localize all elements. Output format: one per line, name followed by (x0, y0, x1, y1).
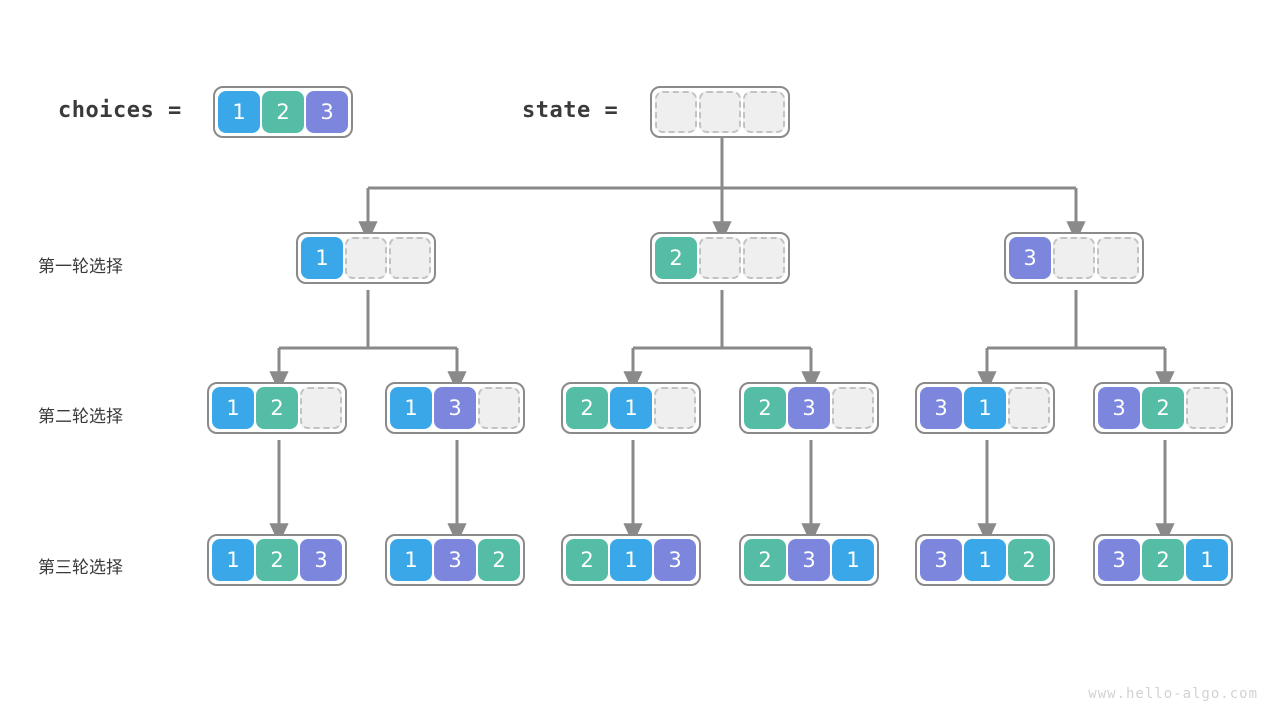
round3-node1-cell-2: 3 (300, 539, 342, 581)
round3-node3-cell-0: 2 (566, 539, 608, 581)
round1-node1-cell-0: 1 (301, 237, 343, 279)
state-cell-0 (655, 91, 697, 133)
choices-label: choices = (58, 98, 182, 123)
round3-node1-cell-0: 1 (212, 539, 254, 581)
tree-node-round1-2: 2 (650, 232, 790, 284)
round3-node5-cell-1: 1 (964, 539, 1006, 581)
round3-node4-cell-0: 2 (744, 539, 786, 581)
round3-node1-cell-1: 2 (256, 539, 298, 581)
row-label-round-2: 第二轮选择 (38, 407, 123, 427)
choices-cell-0: 1 (218, 91, 260, 133)
tree-node-round1-1: 1 (296, 232, 436, 284)
round2-node1-cell-0: 1 (212, 387, 254, 429)
round1-node3-cell-0: 3 (1009, 237, 1051, 279)
round2-node2-cell-2 (478, 387, 520, 429)
round1-node2-cell-0: 2 (655, 237, 697, 279)
round1-node2-cell-2 (743, 237, 785, 279)
state-cell-1 (699, 91, 741, 133)
round2-node2-cell-1: 3 (434, 387, 476, 429)
round3-node6-cell-1: 2 (1142, 539, 1184, 581)
round3-node3-cell-1: 1 (610, 539, 652, 581)
row-label-round-1: 第一轮选择 (38, 257, 123, 277)
choices-cell-2: 3 (306, 91, 348, 133)
round2-node4-cell-1: 3 (788, 387, 830, 429)
tree-node-round1-3: 3 (1004, 232, 1144, 284)
round1-node2-cell-1 (699, 237, 741, 279)
state-label: state = (522, 98, 619, 123)
round2-node1-cell-2 (300, 387, 342, 429)
watermark: www.hello-algo.com (1088, 686, 1258, 702)
state-array (650, 86, 790, 138)
row-label-round-3: 第三轮选择 (38, 558, 123, 578)
round2-node6-cell-2 (1186, 387, 1228, 429)
round2-node6-cell-1: 2 (1142, 387, 1184, 429)
round2-node6-cell-0: 3 (1098, 387, 1140, 429)
round3-node2-cell-1: 3 (434, 539, 476, 581)
round2-node3-cell-0: 2 (566, 387, 608, 429)
round3-node4-cell-1: 3 (788, 539, 830, 581)
round3-node3-cell-2: 3 (654, 539, 696, 581)
state-cell-2 (743, 91, 785, 133)
round1-node1-cell-1 (345, 237, 387, 279)
round3-node2-cell-0: 1 (390, 539, 432, 581)
round2-node4-cell-0: 2 (744, 387, 786, 429)
choices-cell-1: 2 (262, 91, 304, 133)
round1-node3-cell-2 (1097, 237, 1139, 279)
round3-node6-cell-0: 3 (1098, 539, 1140, 581)
round2-node1-cell-1: 2 (256, 387, 298, 429)
round2-node5-cell-0: 3 (920, 387, 962, 429)
round2-node5-cell-2 (1008, 387, 1050, 429)
round3-node5-cell-2: 2 (1008, 539, 1050, 581)
round3-node6-cell-2: 1 (1186, 539, 1228, 581)
round2-node2-cell-0: 1 (390, 387, 432, 429)
round3-node4-cell-2: 1 (832, 539, 874, 581)
round1-node1-cell-2 (389, 237, 431, 279)
round3-node5-cell-0: 3 (920, 539, 962, 581)
round2-node4-cell-2 (832, 387, 874, 429)
round2-node5-cell-1: 1 (964, 387, 1006, 429)
round1-node3-cell-1 (1053, 237, 1095, 279)
round3-node2-cell-2: 2 (478, 539, 520, 581)
round2-node3-cell-1: 1 (610, 387, 652, 429)
round2-node3-cell-2 (654, 387, 696, 429)
